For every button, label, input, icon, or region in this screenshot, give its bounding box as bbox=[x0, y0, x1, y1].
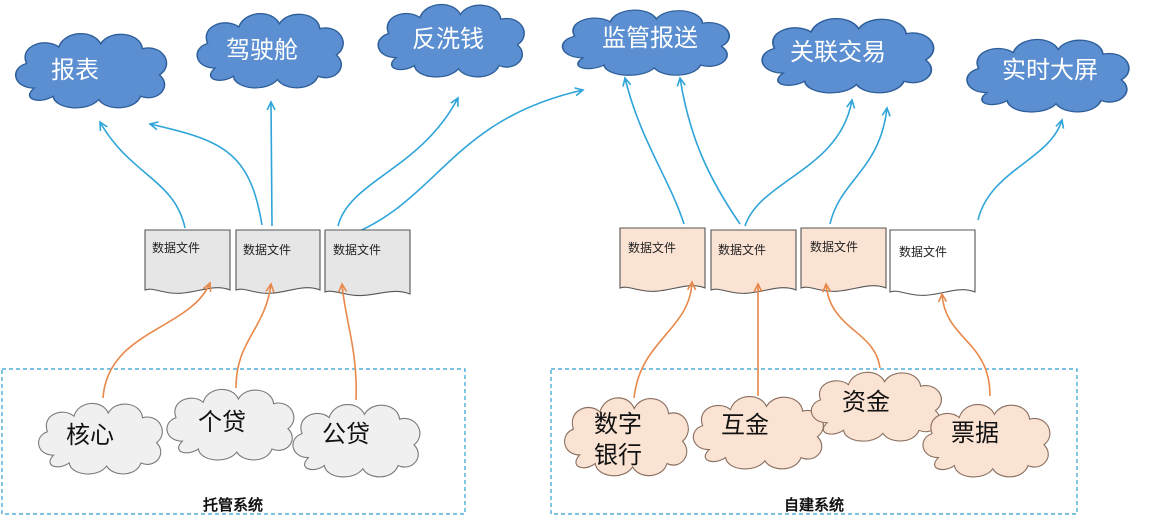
group-label-hosted: 托管系统 bbox=[203, 496, 263, 514]
data-file-label: 数据文件 bbox=[628, 240, 676, 255]
data-file-selfbuilt-1: 数据文件 bbox=[619, 227, 706, 292]
source-label-personal-loan: 个贷 bbox=[198, 408, 246, 436]
arrow-treasury-to-file6 bbox=[826, 284, 881, 369]
data-file-label: 数据文件 bbox=[718, 242, 766, 257]
data-file-selfbuilt-4: 数据文件 bbox=[889, 229, 976, 296]
target-label-cockpit: 驾驶舱 bbox=[226, 36, 298, 64]
arrow-corporate-loan-to-file3 bbox=[342, 284, 357, 401]
arrow-file1-to-report bbox=[100, 122, 186, 229]
data-file-label: 数据文件 bbox=[899, 244, 947, 259]
data-file-selfbuilt-3: 数据文件 bbox=[800, 227, 887, 292]
group-box-selfbuilt bbox=[550, 368, 1078, 515]
arrow-file3-to-aml bbox=[337, 98, 458, 227]
source-label-core: 核心 bbox=[66, 421, 114, 449]
arrow-file2-to-cockpit bbox=[271, 102, 272, 227]
arrow-core-to-file1 bbox=[102, 283, 210, 399]
source-label-internet-finance: 互金 bbox=[721, 411, 769, 439]
target-label-related-trade: 关联交易 bbox=[790, 38, 886, 66]
data-file-label: 数据文件 bbox=[243, 242, 291, 257]
source-label-digital-bank-line1: 数字 bbox=[594, 410, 642, 438]
data-file-label: 数据文件 bbox=[810, 239, 858, 254]
data-file-hosted-1: 数据文件 bbox=[144, 229, 231, 294]
arrow-file2-to-report bbox=[150, 124, 263, 226]
data-file-label: 数据文件 bbox=[333, 242, 381, 257]
source-label-corporate-loan: 公贷 bbox=[322, 420, 370, 448]
source-label-bill: 票据 bbox=[951, 419, 999, 447]
group-label-selfbuilt: 自建系统 bbox=[784, 496, 844, 514]
arrow-file5-to-related-trade bbox=[744, 100, 852, 227]
target-label-regulatory: 监管报送 bbox=[602, 24, 698, 52]
target-label-aml: 反洗钱 bbox=[412, 25, 484, 53]
source-label-treasury: 资金 bbox=[842, 388, 890, 416]
data-file-hosted-3: 数据文件 bbox=[324, 229, 411, 297]
data-file-hosted-2: 数据文件 bbox=[235, 229, 321, 294]
arrow-file4-to-regulatory bbox=[625, 78, 685, 225]
arrow-bill-to-file7 bbox=[942, 294, 991, 397]
data-file-selfbuilt-2: 数据文件 bbox=[710, 229, 797, 294]
target-label-report: 报表 bbox=[51, 56, 99, 84]
arrow-file5-to-regulatory bbox=[680, 78, 741, 225]
target-label-realtime-screen: 实时大屏 bbox=[1002, 56, 1098, 84]
arrow-personal-loan-to-file2 bbox=[235, 284, 271, 389]
data-file-label: 数据文件 bbox=[152, 240, 200, 255]
arrow-file7-to-realtime-screen bbox=[977, 120, 1062, 221]
arrow-digital-bank-to-file4 bbox=[633, 282, 692, 399]
source-label-digital-bank-line2: 银行 bbox=[594, 441, 642, 469]
arrow-file6-to-related-trade bbox=[829, 108, 887, 225]
arrow-file3-to-regulatory bbox=[347, 90, 583, 237]
group-box-hosted bbox=[1, 368, 466, 515]
